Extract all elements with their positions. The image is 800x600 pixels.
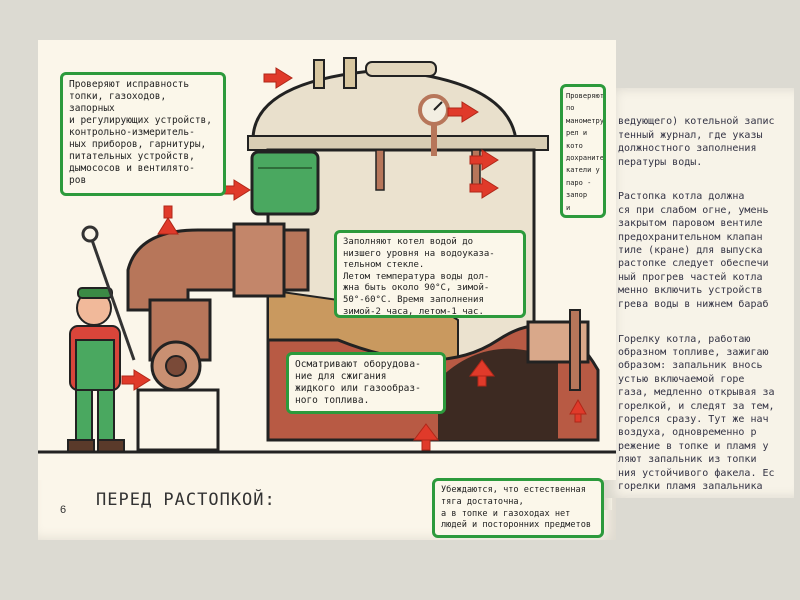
arrow-icon [469,149,499,171]
duct-flange [232,222,286,298]
manhole-cover [365,61,437,77]
right-paragraph-1: ведующего) котельной запис тенный журнал… [618,116,775,168]
page-caption: ПЕРЕД РАСТОПКОЙ: [96,490,276,510]
safety-valve-right [343,57,357,89]
arrow-icon [157,217,179,235]
arrow-icons [121,67,587,451]
fan-stand [136,388,220,452]
callout-fuel-equipment: Осматривают оборудова- ние для сжигания … [286,352,446,414]
page-number: 6 [60,504,67,516]
arrow-icon [469,177,499,199]
boiler-band [247,135,549,151]
arrow-icon [447,101,479,123]
callout-draft-check: Убеждаются, что естественная тяга достат… [432,478,604,538]
arrow-icon [263,67,293,89]
callout-fill-water: Заполняют котел водой до низшего уровня … [334,230,526,318]
right-paragraph-2: Растопка котла должна ся при слабом огне… [618,191,769,310]
worker-figure [67,225,136,453]
right-paragraph-3: Горелку котла, работаю образном топливе,… [618,333,775,492]
arrow-icon [221,179,251,201]
right-page-text: ведующего) котельной запис тенный журнал… [618,102,794,492]
furnace-opening [438,348,558,440]
callout-side-checks: Проверяют по манометру рел и кото дохран… [560,84,606,218]
callout-inspect: Проверяют исправность топки, газоходов, … [60,72,226,196]
right-page [604,88,794,498]
safety-valve-left [313,59,325,89]
gauge-cock-left [375,149,385,191]
water-gauge-glass [250,150,320,216]
arrow-icon [121,369,151,391]
